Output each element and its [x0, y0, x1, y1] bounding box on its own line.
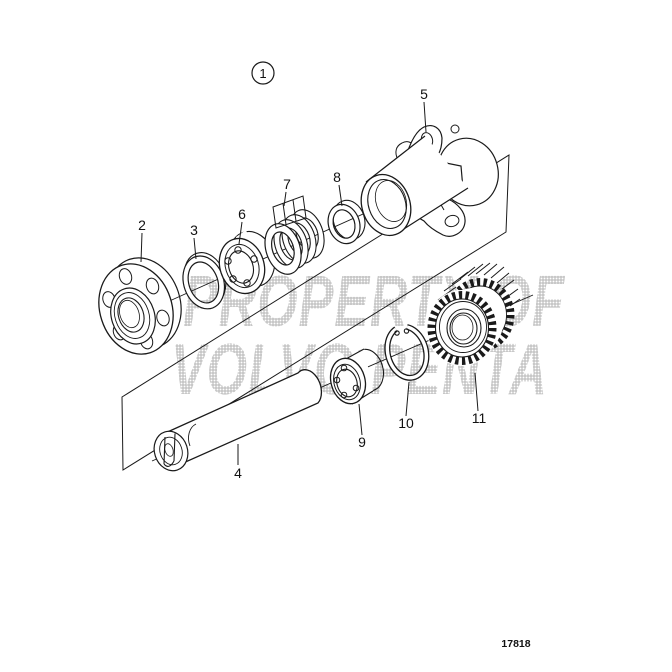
callout-7-bracket [272, 195, 307, 229]
part-11-gear [426, 262, 521, 366]
part-7-spring [264, 209, 325, 275]
leader-line-10 [405, 381, 410, 417]
callout-8: 8 [333, 169, 341, 185]
leader-line-3 [193, 237, 197, 260]
flange-bore [117, 297, 145, 333]
housing-bolt-hole-bottom [444, 214, 460, 228]
part-10-retaining-ring [384, 324, 430, 381]
callout-9: 9 [358, 434, 366, 450]
leader-line-6 [238, 221, 243, 245]
part-2-flange [98, 257, 182, 355]
part-8-spacer-ring [327, 199, 366, 245]
frame-parallelogram [121, 154, 510, 471]
callout-2: 2 [138, 217, 146, 233]
part-9-bearing [329, 348, 385, 405]
housing-tube-edges [365, 135, 469, 235]
leader-line-9 [358, 403, 363, 436]
callout-6: 6 [238, 206, 246, 222]
callout-11: 11 [472, 410, 487, 426]
assembly-callout-circle [251, 61, 275, 85]
leader-line-11 [474, 372, 479, 412]
callout-7: 7 [283, 176, 291, 192]
leader-line-7 [283, 191, 287, 207]
housing-bore [367, 178, 407, 230]
callout-10: 10 [398, 415, 414, 431]
housing-top-boss [450, 124, 460, 134]
part-4-shaft [153, 369, 323, 472]
shaft-collar [153, 430, 189, 472]
seal-front-ring [182, 255, 226, 310]
drawing-number: 17818 [501, 638, 530, 650]
flange-hub-ring [113, 292, 151, 339]
housing-bore-depth [374, 180, 408, 222]
part-5-housing [360, 124, 499, 237]
shaft-slot [163, 433, 176, 467]
callout-4: 4 [234, 465, 242, 481]
leader-line-8 [338, 184, 343, 207]
callout-1: 1 [259, 66, 266, 81]
flange-bore-depth [119, 299, 140, 329]
callout-5: 5 [420, 86, 428, 102]
leader-line-5 [423, 101, 427, 133]
callout-3: 3 [190, 222, 198, 238]
bolt-hole [118, 268, 133, 285]
shaft-collar-ring [159, 436, 183, 466]
shaft-slot-bore [164, 443, 174, 457]
leader-line-2 [140, 232, 143, 263]
spacer-front-ring [327, 203, 361, 245]
